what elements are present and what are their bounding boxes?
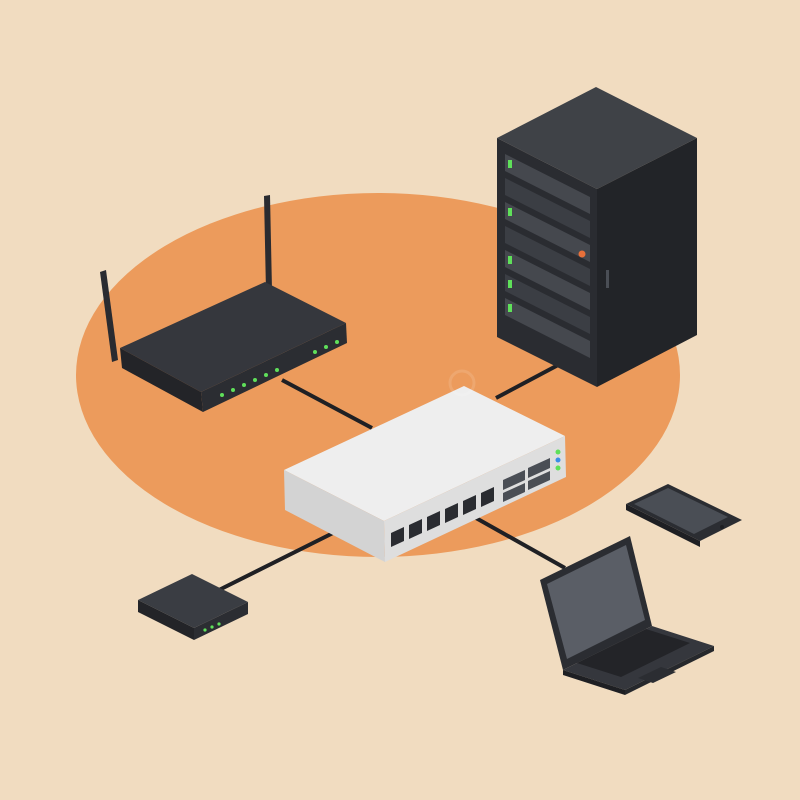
router-antenna-left — [100, 270, 118, 362]
rack-unit — [505, 154, 590, 214]
rack-power-led — [578, 250, 586, 258]
cable-switch-laptop — [475, 516, 566, 570]
hub-side — [138, 600, 194, 640]
hub-leds — [203, 622, 221, 632]
rack-leds — [508, 160, 512, 312]
router-leds — [220, 340, 339, 397]
ethernet-port — [463, 495, 476, 515]
laptop-icon — [540, 536, 714, 695]
rack-unit — [505, 226, 590, 286]
ethernet-port — [391, 527, 404, 547]
switch-top — [284, 386, 565, 521]
laptop-keyboard — [577, 629, 690, 677]
switch-ethernet-ports — [391, 487, 494, 547]
cable-switch-router — [281, 378, 373, 430]
sfp-port — [503, 470, 525, 490]
sfp-port — [503, 483, 525, 502]
wifi-router-icon — [100, 195, 347, 412]
rack-unit — [505, 298, 590, 358]
rack-side — [597, 138, 697, 387]
switch-sfp-ports — [503, 458, 550, 502]
switch-led-green — [555, 465, 561, 471]
laptop-touchpad — [638, 667, 676, 683]
hub-top — [138, 574, 248, 628]
router-front — [201, 323, 347, 412]
rack-handle — [606, 270, 609, 288]
router-antenna-right — [264, 195, 272, 292]
sfp-port — [528, 458, 550, 478]
rack-unit — [505, 250, 590, 310]
rack-unit — [505, 274, 590, 334]
ethernet-port — [409, 519, 422, 539]
router-top — [120, 282, 346, 392]
ethernet-port — [427, 511, 440, 531]
cables — [214, 362, 566, 594]
server-rack-icon — [497, 87, 697, 387]
hub-front — [194, 602, 248, 640]
network-switch-icon — [284, 386, 566, 562]
cable-switch-server — [495, 362, 561, 400]
phone-home-button — [720, 525, 724, 529]
rack-unit — [505, 178, 590, 238]
smartphone-icon — [626, 484, 742, 547]
phone-edge — [626, 504, 700, 547]
switch-led-blue — [555, 457, 561, 463]
laptop-base-edge — [563, 670, 625, 695]
watermark — [448, 369, 476, 397]
router-side-left — [120, 348, 203, 412]
ethernet-port — [481, 487, 494, 507]
rack-units — [505, 154, 590, 358]
ethernet-port — [445, 503, 458, 523]
sfp-port — [528, 471, 550, 490]
laptop-screen — [547, 545, 645, 659]
switch-side — [284, 470, 385, 562]
network-hub-icon — [138, 574, 248, 640]
phone-screen — [634, 488, 728, 534]
cable-switch-hub — [214, 530, 336, 594]
rack-unit — [505, 202, 590, 262]
switch-led-green — [555, 449, 561, 455]
